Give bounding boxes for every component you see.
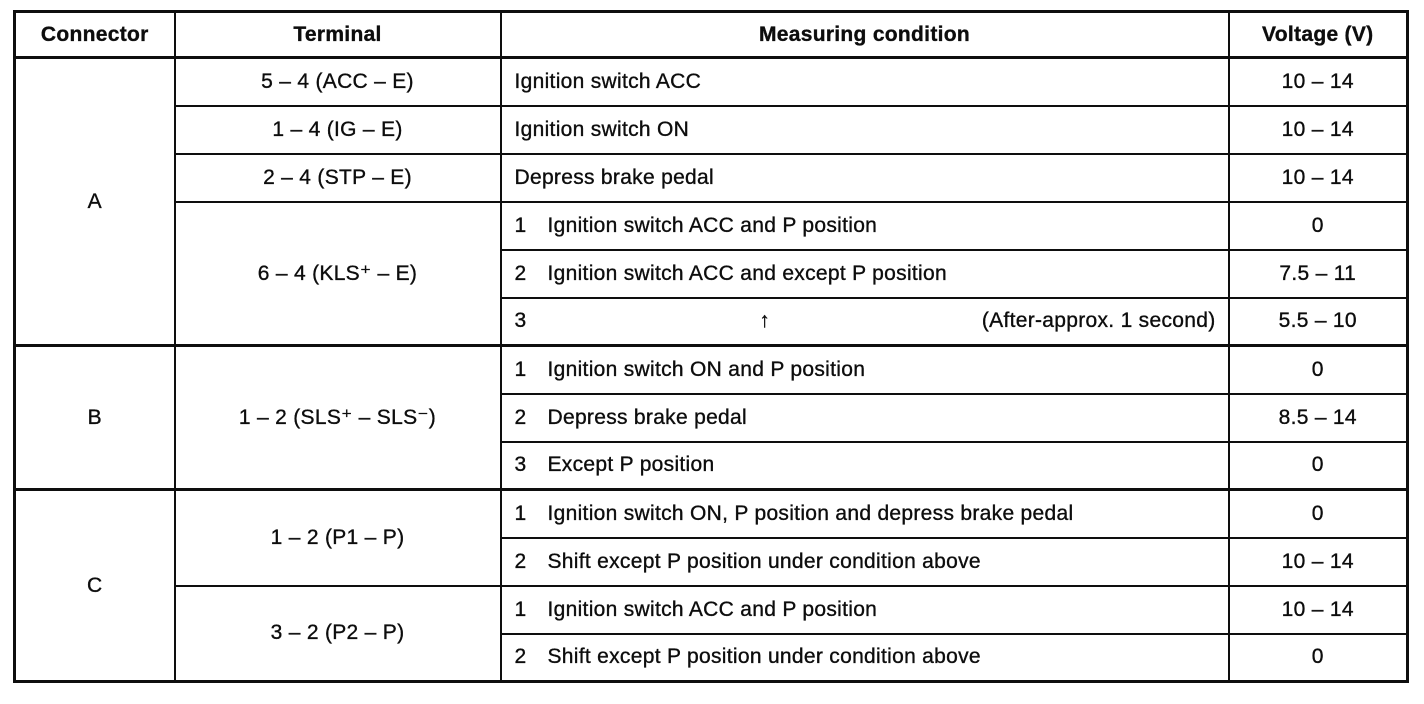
condition-number: 1 bbox=[514, 597, 527, 621]
condition-text: Depress brake pedal bbox=[514, 165, 714, 189]
table-row-a3: 2 – 4 (STP – E) Depress brake pedal 10 –… bbox=[15, 152, 1409, 203]
voltage-b1-cell: 0 bbox=[1227, 344, 1409, 395]
condition-a3-cell: Depress brake pedal bbox=[499, 152, 1230, 203]
table-row-b2: 2 Depress brake pedal 8.5 – 14 bbox=[15, 392, 1409, 443]
condition-text: Shift except P position under condition … bbox=[547, 645, 981, 669]
terminal-voltage-table: Connector Terminal Measuring condition V… bbox=[13, 10, 1409, 683]
table-row-c3: 3 – 2 (P2 – P) 1 Ignition switch ACC and… bbox=[15, 584, 1409, 683]
voltage-c1-cell: 0 bbox=[1227, 488, 1409, 539]
table-row-a1: A 5 – 4 (ACC – E) Ignition switch ACC 10… bbox=[13, 56, 1409, 347]
connector-c-cell: C bbox=[13, 488, 176, 683]
connector-a-cell: A bbox=[13, 56, 176, 347]
condition-b2-cell: 2 Depress brake pedal bbox=[499, 392, 1230, 443]
table-row-c1: C 1 – 2 (P1 – P) 1 Ignition switch ON, P… bbox=[13, 488, 1409, 683]
condition-b1-cell: 1 Ignition switch ON and P position bbox=[499, 344, 1230, 395]
condition-c1-cell: 1 Ignition switch ON, P position and dep… bbox=[499, 488, 1230, 539]
table-row-a2: 1 – 4 (IG – E) Ignition switch ON 10 – 1… bbox=[15, 104, 1409, 155]
condition-text: Ignition switch ON, P position and depre… bbox=[547, 501, 1074, 525]
condition-number: 1 bbox=[514, 357, 527, 381]
header-terminal: Terminal bbox=[173, 10, 502, 59]
condition-number: 2 bbox=[514, 405, 527, 429]
condition-c2-cell: 2 Shift except P position under conditio… bbox=[499, 536, 1230, 587]
condition-number: 2 bbox=[514, 645, 527, 669]
voltage-a5-cell: 7.5 – 11 bbox=[1227, 248, 1409, 299]
condition-number: 1 bbox=[514, 213, 527, 237]
header-voltage: Voltage (V) bbox=[1227, 10, 1409, 59]
table-row-a4: 6 – 4 (KLS⁺ – E) 1 Ignition switch ACC a… bbox=[15, 200, 1409, 347]
voltage-c2-cell: 10 – 14 bbox=[1227, 536, 1409, 587]
condition-b3-cell: 3 Except P position bbox=[499, 440, 1230, 491]
condition-number: 3 bbox=[514, 453, 527, 477]
voltage-b3-cell: 0 bbox=[1227, 440, 1409, 491]
condition-text: Ignition switch ON bbox=[514, 117, 690, 141]
condition-number: 2 bbox=[514, 549, 527, 573]
voltage-c3-cell: 10 – 14 bbox=[1227, 584, 1409, 635]
condition-c3-cell: 1 Ignition switch ACC and P position bbox=[499, 584, 1230, 635]
voltage-a2-cell: 10 – 14 bbox=[1227, 104, 1409, 155]
voltage-a1-cell: 10 – 14 bbox=[1227, 56, 1409, 107]
ditto-up-arrow-icon: ↑ bbox=[759, 309, 771, 333]
condition-text: Shift except P position under condition … bbox=[547, 549, 981, 573]
terminal-p1-cell: 1 – 2 (P1 – P) bbox=[173, 488, 502, 587]
voltage-b2-cell: 8.5 – 14 bbox=[1227, 392, 1409, 443]
condition-number: 1 bbox=[514, 501, 527, 525]
voltage-c4-cell: 0 bbox=[1227, 632, 1409, 683]
header-connector: Connector bbox=[13, 10, 176, 59]
condition-a6-cell: 3 ↑ (After-approx. 1 second) bbox=[499, 296, 1230, 347]
terminal-acc-cell: 5 – 4 (ACC – E) bbox=[173, 56, 502, 107]
header-measuring-condition: Measuring condition bbox=[499, 10, 1230, 59]
table-row-b1: B 1 – 2 (SLS⁺ – SLS⁻) 1 Ignition switch … bbox=[13, 344, 1409, 491]
condition-text: Except P position bbox=[547, 453, 715, 477]
condition-note: (After-approx. 1 second) bbox=[981, 309, 1216, 333]
condition-text: Ignition switch ACC and P position bbox=[547, 213, 878, 237]
table-row-c2: 2 Shift except P position under conditio… bbox=[15, 536, 1409, 587]
table-row-b3: 3 Except P position 0 bbox=[15, 440, 1409, 491]
connector-b-cell: B bbox=[13, 344, 176, 491]
table-row-a5: 2 Ignition switch ACC and except P posit… bbox=[15, 248, 1409, 299]
condition-text: Ignition switch ACC bbox=[514, 69, 702, 93]
condition-text: Depress brake pedal bbox=[547, 405, 747, 429]
condition-text: Ignition switch ACC and P position bbox=[547, 597, 878, 621]
terminal-stp-cell: 2 – 4 (STP – E) bbox=[173, 152, 502, 203]
voltage-a6-cell: 5.5 – 10 bbox=[1227, 296, 1409, 347]
condition-text: Ignition switch ACC and except P positio… bbox=[547, 261, 947, 285]
condition-number: 3 bbox=[514, 309, 527, 333]
condition-c4-cell: 2 Shift except P position under conditio… bbox=[499, 632, 1230, 683]
condition-text: Ignition switch ON and P position bbox=[547, 357, 866, 381]
condition-number: 2 bbox=[514, 261, 527, 285]
condition-a2-cell: Ignition switch ON bbox=[499, 104, 1230, 155]
terminal-p2-cell: 3 – 2 (P2 – P) bbox=[173, 584, 502, 683]
table-row-c4: 2 Shift except P position under conditio… bbox=[15, 632, 1409, 683]
terminal-sls-cell: 1 – 2 (SLS⁺ – SLS⁻) bbox=[173, 344, 502, 491]
condition-a1-cell: Ignition switch ACC bbox=[499, 56, 1230, 107]
voltage-a3-cell: 10 – 14 bbox=[1227, 152, 1409, 203]
condition-a4-cell: 1 Ignition switch ACC and P position bbox=[499, 200, 1230, 251]
header-row: Connector Terminal Measuring condition V… bbox=[13, 10, 1409, 59]
terminal-ig-cell: 1 – 4 (IG – E) bbox=[173, 104, 502, 155]
table-row-a6: 3 ↑ (After-approx. 1 second) 5.5 – 10 bbox=[15, 296, 1409, 347]
terminal-kls-cell: 6 – 4 (KLS⁺ – E) bbox=[173, 200, 502, 347]
condition-a5-cell: 2 Ignition switch ACC and except P posit… bbox=[499, 248, 1230, 299]
voltage-a4-cell: 0 bbox=[1227, 200, 1409, 251]
